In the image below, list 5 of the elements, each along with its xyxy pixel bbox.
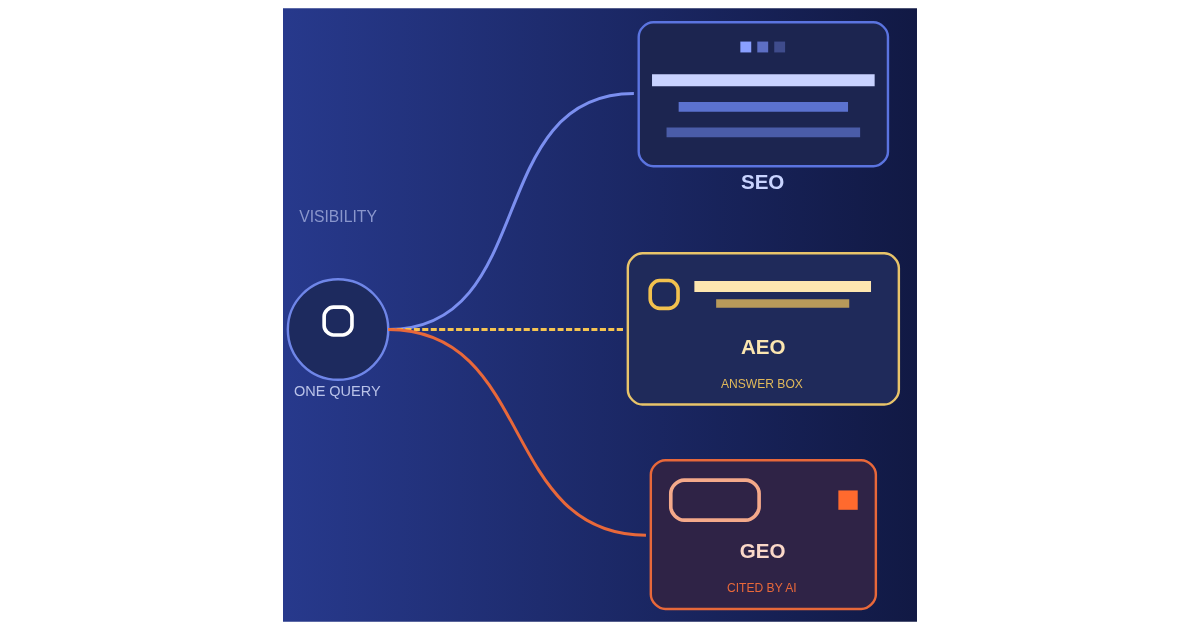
node-label: ONE QUERY (293, 383, 381, 400)
node-circle (286, 278, 390, 381)
connector (388, 328, 647, 537)
node-label: SEO (740, 170, 785, 194)
label: VISIBILITY (299, 208, 377, 226)
